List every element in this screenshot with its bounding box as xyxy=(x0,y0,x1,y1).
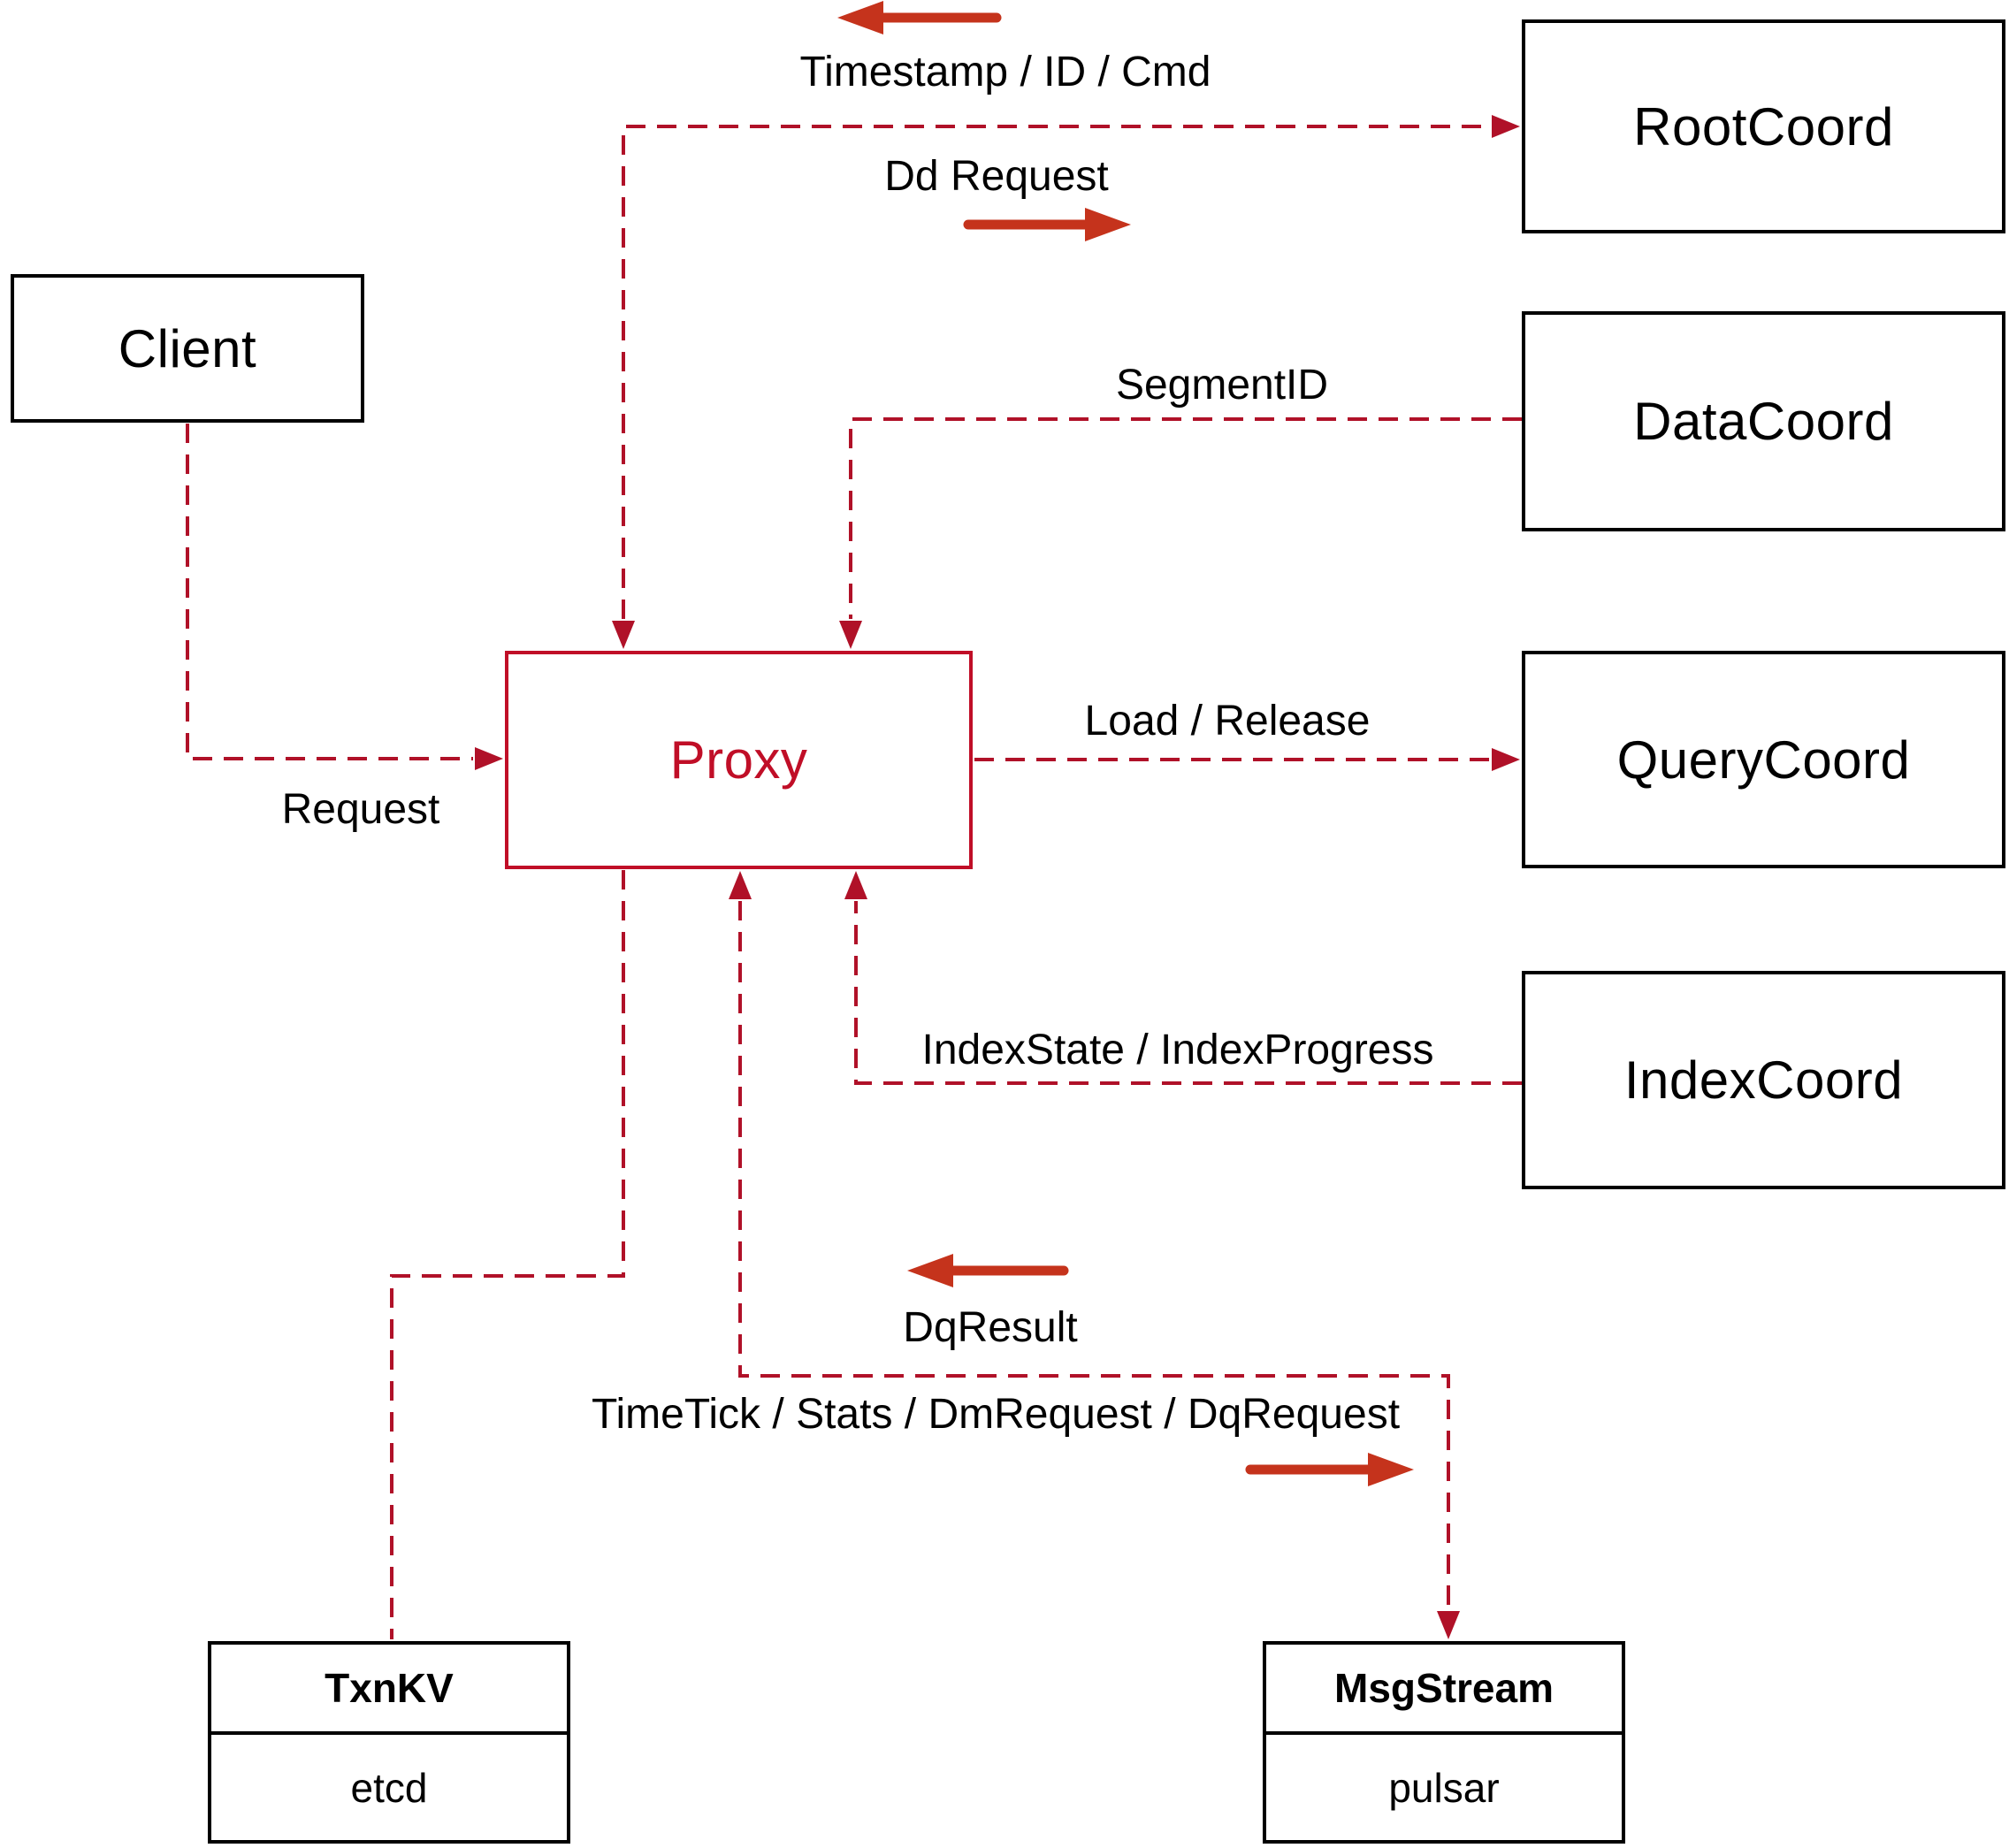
flow-right-arrow-time-tick-icon xyxy=(1245,1453,1414,1486)
node-msgstream: MsgStream pulsar xyxy=(1263,1641,1625,1844)
node-querycoord: QueryCoord xyxy=(1522,651,2005,868)
node-querycoord-label: QueryCoord xyxy=(1616,729,1911,790)
node-txnkv: TxnKV etcd xyxy=(208,1641,570,1844)
flow-left-arrow-dq-result-icon xyxy=(907,1254,1069,1287)
node-proxy: Proxy xyxy=(505,651,973,869)
arrowhead-into-rootcoord xyxy=(1492,115,1520,138)
arrowhead-rootcoord-into-proxy xyxy=(612,621,635,649)
flow-right-arrow-dd-request-icon xyxy=(963,208,1131,241)
node-txnkv-title: TxnKV xyxy=(211,1645,567,1735)
edge-label-dd-request: Dd Request xyxy=(884,153,1109,200)
edge-label-load-release: Load / Release xyxy=(1084,698,1371,745)
flow-left-arrow-timestamp-icon xyxy=(837,1,1002,34)
arrowhead-datacoord-into-proxy xyxy=(839,621,862,649)
node-datacoord: DataCoord xyxy=(1522,311,2005,531)
arrowhead-msgstream-into-proxy xyxy=(729,871,752,899)
node-client-label: Client xyxy=(118,318,257,378)
edge-proxy-msgstream xyxy=(738,901,1450,1609)
arrowhead-into-msgstream xyxy=(1437,1611,1460,1639)
node-msgstream-title: MsgStream xyxy=(1266,1645,1622,1735)
arrowhead-into-proxy-left xyxy=(475,747,503,770)
node-indexcoord-label: IndexCoord xyxy=(1623,1050,1904,1110)
node-txnkv-impl: etcd xyxy=(350,1764,428,1811)
node-rootcoord: RootCoord xyxy=(1522,19,2005,233)
edge-label-dq-result: DqResult xyxy=(903,1304,1078,1351)
arrowhead-into-querycoord xyxy=(1492,748,1520,771)
node-proxy-label: Proxy xyxy=(669,730,808,790)
node-rootcoord-label: RootCoord xyxy=(1633,96,1894,157)
node-indexcoord: IndexCoord xyxy=(1522,971,2005,1189)
edge-label-time-tick-stats: TimeTick / Stats / DmRequest / DqRequest xyxy=(591,1391,1401,1438)
edge-datacoord-proxy xyxy=(849,417,1522,619)
edge-label-timestamp-id-cmd: Timestamp / ID / Cmd xyxy=(799,49,1211,95)
edge-label-index-state-progress: IndexState / IndexProgress xyxy=(921,1027,1434,1073)
edge-indexcoord-proxy xyxy=(854,901,1522,1085)
edge-proxy-txnkv xyxy=(390,870,625,1639)
edge-label-request: Request xyxy=(281,786,440,833)
edge-label-segment-id: SegmentID xyxy=(1115,362,1329,409)
arrowhead-indexcoord-into-proxy xyxy=(844,871,867,899)
node-datacoord-label: DataCoord xyxy=(1633,392,1894,451)
node-msgstream-impl: pulsar xyxy=(1388,1764,1500,1811)
node-client: Client xyxy=(11,274,364,423)
edge-proxy-rootcoord xyxy=(622,125,1490,619)
edge-client-proxy xyxy=(186,424,473,760)
